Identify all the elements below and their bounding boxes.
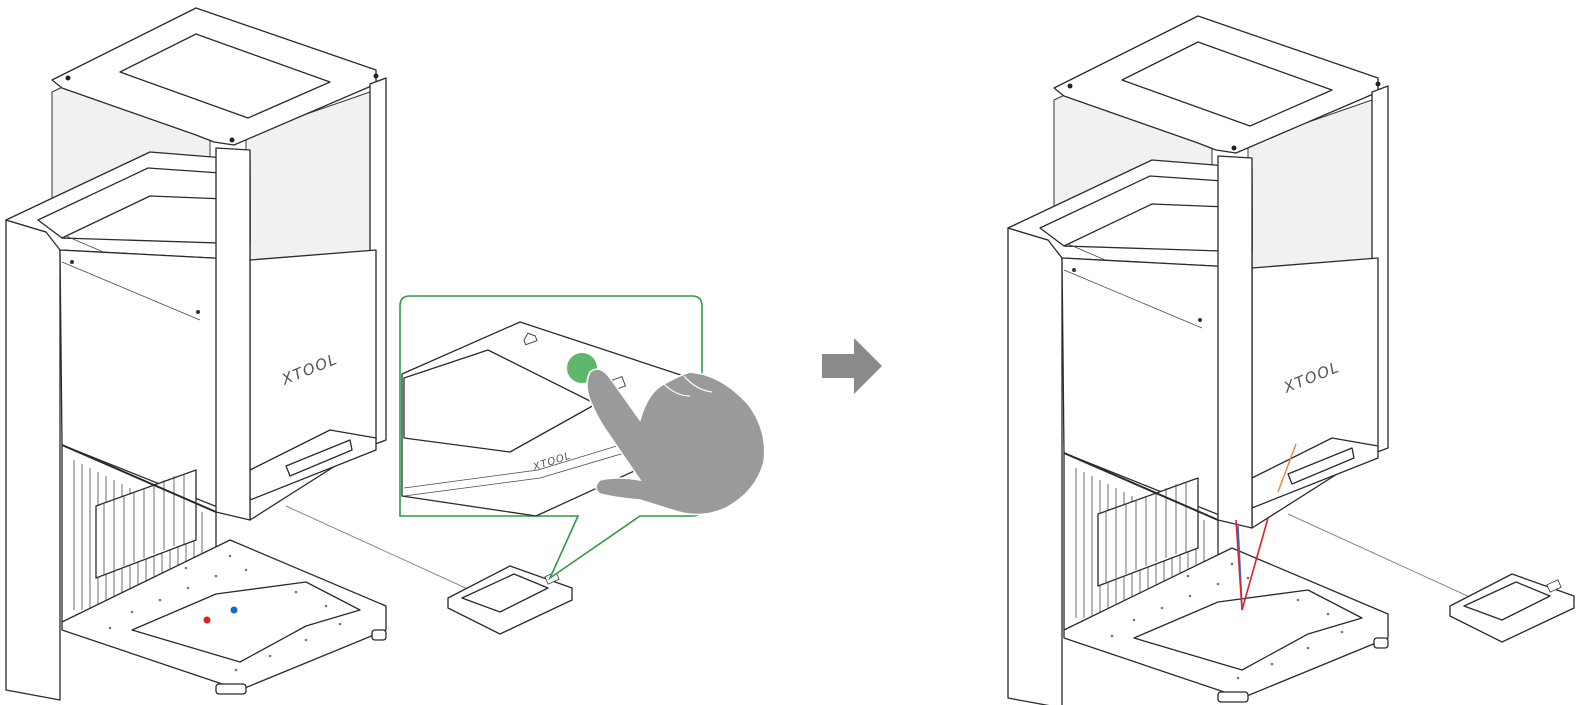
step-2-machine: XTOOL: [1007, 15, 1575, 705]
pointing-hand-icon: [586, 368, 766, 516]
step-1-machine: XTOOL: [5, 7, 573, 701]
right-arrow-icon: [822, 338, 882, 394]
orange-laser-beam: [1277, 443, 1297, 493]
home-icon: [523, 332, 538, 346]
red-laser-beam: [1235, 517, 1269, 611]
blue-laser-dot: [230, 606, 238, 614]
red-laser-dot: [203, 616, 211, 624]
control-pad-callout: XTOOL: [399, 295, 766, 581]
